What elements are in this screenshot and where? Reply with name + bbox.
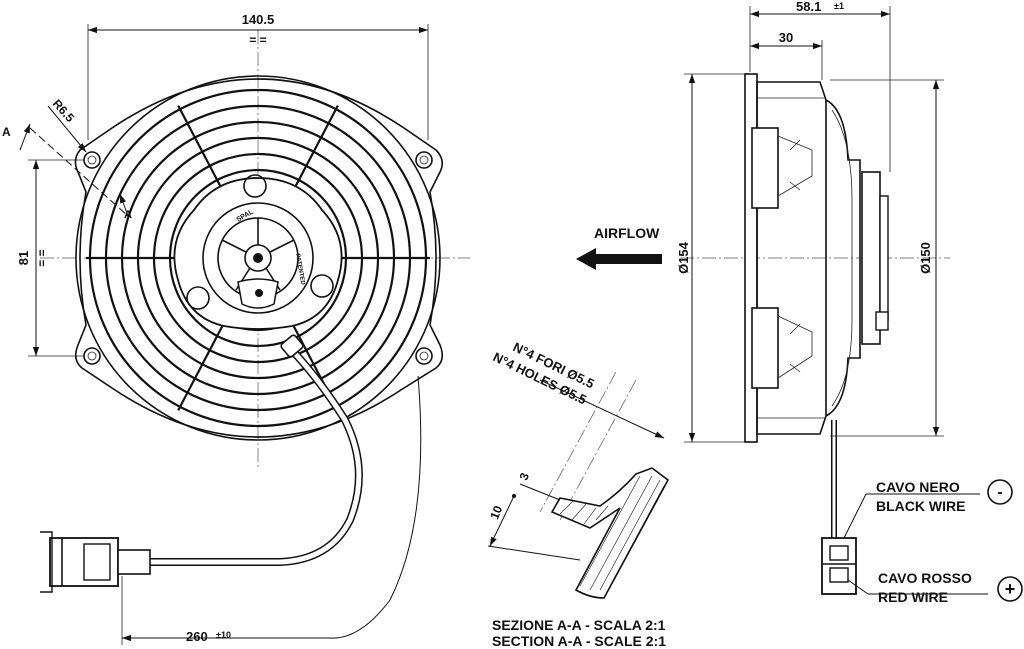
diameter-inner-label: Ø150 bbox=[918, 242, 933, 274]
side-fan-blades bbox=[751, 127, 813, 389]
mounting-holes bbox=[83, 151, 433, 365]
radius-dimension: R6.5 bbox=[47, 97, 87, 153]
fan-frame bbox=[74, 78, 444, 438]
section-mark-left: A bbox=[2, 125, 11, 139]
red-wire-label-it: CAVO ROSSO bbox=[878, 570, 972, 586]
width-dimension: 140.5 = = bbox=[87, 12, 429, 140]
section-caption-en: SECTION A-A - SCALE 2:1 bbox=[492, 633, 666, 649]
frame-ring bbox=[75, 75, 441, 441]
hub-patent-text: PATENTED bbox=[294, 253, 305, 286]
airflow-arrow-icon bbox=[576, 248, 662, 270]
section-view: N°4 FORI Ø5.5 N°4 HOLES Ø5.5 3 10 SEZION… bbox=[487, 339, 670, 649]
red-wire-symbol: + bbox=[1005, 579, 1016, 599]
side-view: 58.1 ±1 30 Ø154 Ø150 AIRFLOW bbox=[576, 0, 950, 595]
cable-length-dimension: 260 ±10 bbox=[121, 375, 422, 645]
height-dim-label: 81 bbox=[16, 251, 31, 265]
depth-total-label: 58.1 bbox=[796, 0, 821, 14]
section-dim-large: 10 bbox=[487, 503, 505, 521]
cable-length-label: 260 bbox=[186, 629, 208, 644]
black-wire-label-it: CAVO NERO bbox=[876, 479, 960, 495]
diameter-outer-dimension: Ø154 bbox=[676, 73, 745, 443]
width-dim-label: 140.5 bbox=[242, 12, 275, 27]
section-mark-right: A bbox=[124, 209, 132, 221]
depth-body-label: 30 bbox=[779, 30, 793, 45]
diameter-outer-label: Ø154 bbox=[676, 241, 691, 274]
depth-total-dimension: 58.1 ±1 bbox=[749, 0, 891, 172]
depth-body-dimension: 30 bbox=[750, 30, 823, 80]
height-symmetry-mark: = = bbox=[35, 249, 49, 266]
section-caption-it: SEZIONE A-A - SCALA 2:1 bbox=[492, 617, 666, 633]
red-wire-label-en: RED WIRE bbox=[878, 589, 948, 605]
radius-dim-label: R6.5 bbox=[50, 97, 78, 125]
black-wire-symbol: - bbox=[997, 484, 1002, 501]
section-dim-small: 3 bbox=[517, 470, 533, 482]
diameter-inner-dimension: Ø150 bbox=[830, 79, 944, 437]
section-profile bbox=[550, 467, 670, 599]
airflow-indicator: AIRFLOW bbox=[576, 225, 662, 270]
side-connector bbox=[821, 537, 857, 595]
width-symmetry-mark: = = bbox=[249, 33, 266, 47]
power-cable bbox=[150, 334, 363, 566]
black-wire-label-en: BLACK WIRE bbox=[876, 498, 965, 514]
cable-length-tolerance: ±10 bbox=[216, 630, 231, 640]
depth-total-tolerance: ±1 bbox=[834, 1, 844, 11]
wire-labels: CAVO NERO BLACK WIRE - CAVO ROSSO RED WI… bbox=[843, 479, 1023, 605]
plus-icon bbox=[997, 576, 1023, 602]
airflow-label: AIRFLOW bbox=[594, 225, 660, 241]
front-view: SPAL PATENTED 140.5 = = bbox=[2, 12, 470, 645]
height-dimension: 81 = = bbox=[16, 159, 84, 357]
motor-hub: SPAL PATENTED bbox=[173, 174, 343, 330]
minus-icon bbox=[987, 479, 1013, 505]
wire-connector bbox=[40, 531, 151, 593]
section-line-a: A A bbox=[2, 123, 132, 221]
